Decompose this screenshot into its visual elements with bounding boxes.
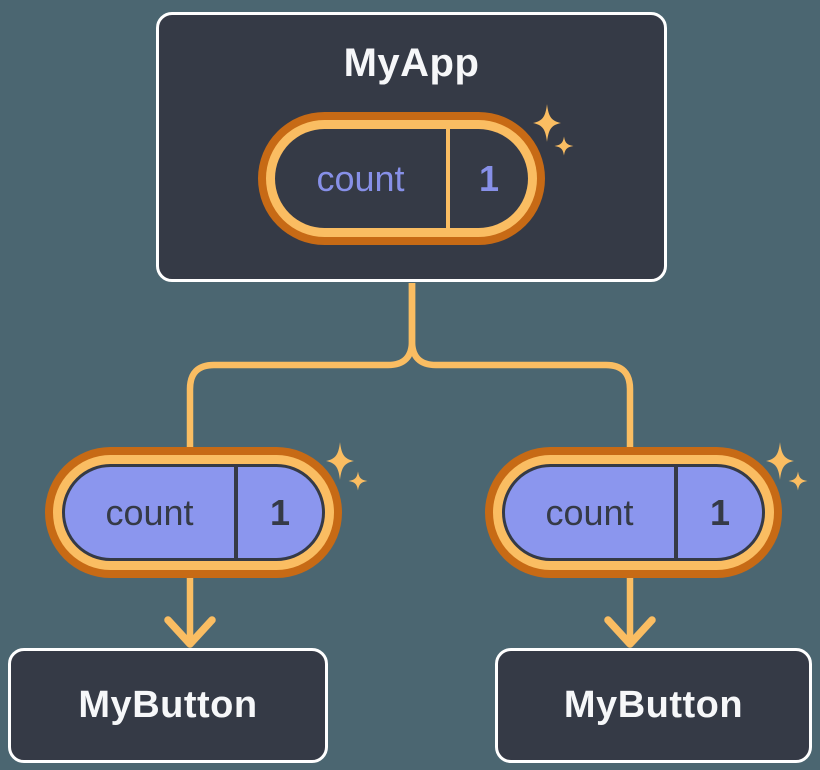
state-pill-ring: count 1 [493,455,774,570]
state-value: 1 [269,491,291,533]
state-pill-body: count 1 [62,464,325,561]
node-mybutton-right: MyButton [495,648,812,763]
state-pill-child-left: count 1 [45,447,342,578]
state-label: count [316,157,405,199]
pill-divider [446,129,450,228]
state-pill-root-body: count 1 [275,129,528,228]
pill-divider [674,467,678,558]
node-myapp-title: MyApp [343,41,480,85]
state-label: count [545,491,634,533]
state-pill-child-right: count 1 [485,447,782,578]
arrowhead-right-icon [604,616,656,648]
node-mybutton-left-title: MyButton [78,684,258,726]
state-value: 1 [709,491,731,533]
state-pill-root: count 1 [258,112,545,245]
node-mybutton-right-title: MyButton [563,684,744,726]
state-pill-body: count 1 [502,464,765,561]
arrowhead-left-icon [164,616,216,648]
state-pill-ring: count 1 [53,455,334,570]
state-pill-root-ring: count 1 [266,120,537,237]
node-mybutton-left: MyButton [8,648,328,763]
state-label: count [105,491,194,533]
state-value: 1 [478,157,500,199]
